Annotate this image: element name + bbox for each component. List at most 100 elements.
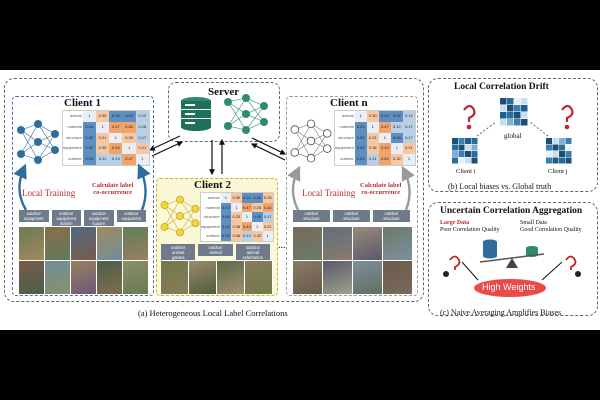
- image-tag: outdoor equipment: [116, 210, 146, 222]
- heatmap-cell: [507, 98, 514, 105]
- matrix-cell: 1: [402, 154, 415, 165]
- matrix-cell: 0.30: [231, 193, 242, 203]
- client-n-network-icon: [290, 119, 332, 163]
- image-tag: outdoor equipment: [19, 210, 49, 222]
- sample-image: [244, 260, 273, 295]
- matrix-cell: 0.08: [390, 132, 403, 144]
- sample-image: [160, 260, 189, 295]
- matrix-row-label: animal: [207, 195, 220, 200]
- caption-a: (a) Heterogeneous Local Label Correlatio…: [138, 308, 288, 318]
- heatmap-cell: [500, 112, 507, 119]
- matrix-row-label: equipment: [201, 223, 220, 229]
- matrix-row-label: structure: [338, 134, 354, 140]
- heatmap-cell: [458, 138, 465, 144]
- caption-b: (b) Local biases vs. Global truth: [448, 182, 552, 191]
- client-1-calc-label: Calculate label co-occurrence: [92, 182, 134, 196]
- matrix-cell: 0.47: [122, 154, 136, 165]
- matrix-row-label: structure: [66, 134, 82, 140]
- matrix-cell: 0.21: [135, 143, 149, 155]
- panel-c-frame: [428, 202, 598, 316]
- heatmap-cell: [514, 112, 521, 119]
- matrix-cell: 1: [122, 143, 136, 155]
- high-weights-label: High Weights: [482, 282, 536, 292]
- sample-image: [292, 260, 323, 295]
- matrix-cell: 0.32: [390, 154, 403, 165]
- matrix-cell: 0.36: [366, 143, 379, 155]
- matrix-cell: 1: [231, 202, 242, 213]
- heatmap-cell: [565, 144, 572, 151]
- matrix-row-label: structure: [204, 214, 220, 220]
- client-2-title: Client 2: [194, 179, 231, 191]
- matrix-cell: 0.16: [135, 121, 149, 133]
- caption-c: (c) Naive Averaging Amplifies Biases: [440, 308, 562, 317]
- aggregation-left-line2: Poor Correlation Quality: [440, 227, 500, 233]
- sample-image: [322, 260, 353, 295]
- heatmap-cell: [546, 157, 552, 164]
- matrix-cell: 0.21: [95, 132, 110, 144]
- heatmap-cell: [452, 157, 458, 164]
- matrix-cell: 0.83: [378, 154, 391, 165]
- heatmap-cell: [559, 138, 565, 144]
- matrix-cell: 0.36: [95, 143, 110, 155]
- communication-arrows: [148, 135, 287, 176]
- client-1-frame: [12, 96, 154, 296]
- heatmap-cell: [546, 151, 552, 157]
- matrix-cell: 0.02: [220, 202, 232, 213]
- aggregation-right-line1: Small Data: [520, 220, 547, 226]
- matrix-cell: 0.32: [252, 231, 263, 241]
- matrix-cell: 0.04: [378, 111, 391, 122]
- heatmap-cell: [500, 119, 507, 126]
- heatmap-cell: [465, 157, 471, 164]
- server-network-icon: [224, 94, 268, 134]
- server-icon: [181, 97, 211, 131]
- client-n-frame: [286, 96, 418, 296]
- heatmap-cell: [552, 144, 559, 151]
- server-title: Server: [208, 86, 240, 98]
- heatmap-cell: [465, 151, 471, 157]
- matrix-cell: 0.23: [231, 212, 242, 222]
- matrix-row-label: animal: [341, 113, 354, 118]
- matrix-cell: 0.13: [109, 154, 123, 165]
- matrix-cell: 0.03: [82, 154, 96, 165]
- heatmap-cell: [452, 144, 458, 151]
- image-tag: outdoor animal games: [161, 244, 196, 261]
- client-2-network-icon: [160, 195, 200, 237]
- matrix-cell: 0.11: [366, 154, 379, 165]
- matrix-cell: 0.26: [252, 202, 263, 213]
- matrix-cell: 1: [135, 154, 149, 165]
- matrix-cell: 1: [366, 121, 379, 133]
- matrix-row-label: outdoor: [68, 156, 82, 162]
- matrix-cell: 0.00: [252, 193, 263, 203]
- matrix-cell: 0.62: [122, 121, 136, 133]
- heatmap-cell: [559, 144, 565, 151]
- heatmap-cell: [546, 144, 552, 151]
- heatmap-cell: [565, 138, 572, 144]
- matrix-cell: 0.00: [252, 212, 263, 222]
- drift-title: Local Correlation Drift: [454, 82, 549, 92]
- svg-text:...: ...: [278, 240, 286, 251]
- matrix-cell: 1: [220, 193, 232, 203]
- heatmap-cell: [465, 138, 471, 144]
- image-tag: outdoor equipment station: [51, 210, 81, 227]
- heatmap-cell: [521, 112, 528, 119]
- matrix-row-label: animal: [69, 113, 82, 118]
- heatmap-cell: [565, 157, 572, 164]
- heatmap-cell: [458, 144, 465, 151]
- heatmap-cell: [471, 151, 478, 157]
- matrix-cell: 0.03: [82, 121, 96, 133]
- matrix-cell: 0.36: [231, 221, 242, 232]
- image-tag: outdoor structure: [373, 210, 410, 222]
- sample-image: [382, 260, 413, 295]
- heatmap-cell: [465, 144, 471, 151]
- matrix-cell: 0.06: [109, 111, 123, 122]
- matrix-cell: 0.47: [241, 202, 253, 213]
- image-tag: outdoor animal: [198, 244, 233, 256]
- matrix-cell: 0.12: [135, 111, 149, 122]
- heatmap-cell: [471, 138, 478, 144]
- matrix-row-label: equipment: [63, 145, 82, 151]
